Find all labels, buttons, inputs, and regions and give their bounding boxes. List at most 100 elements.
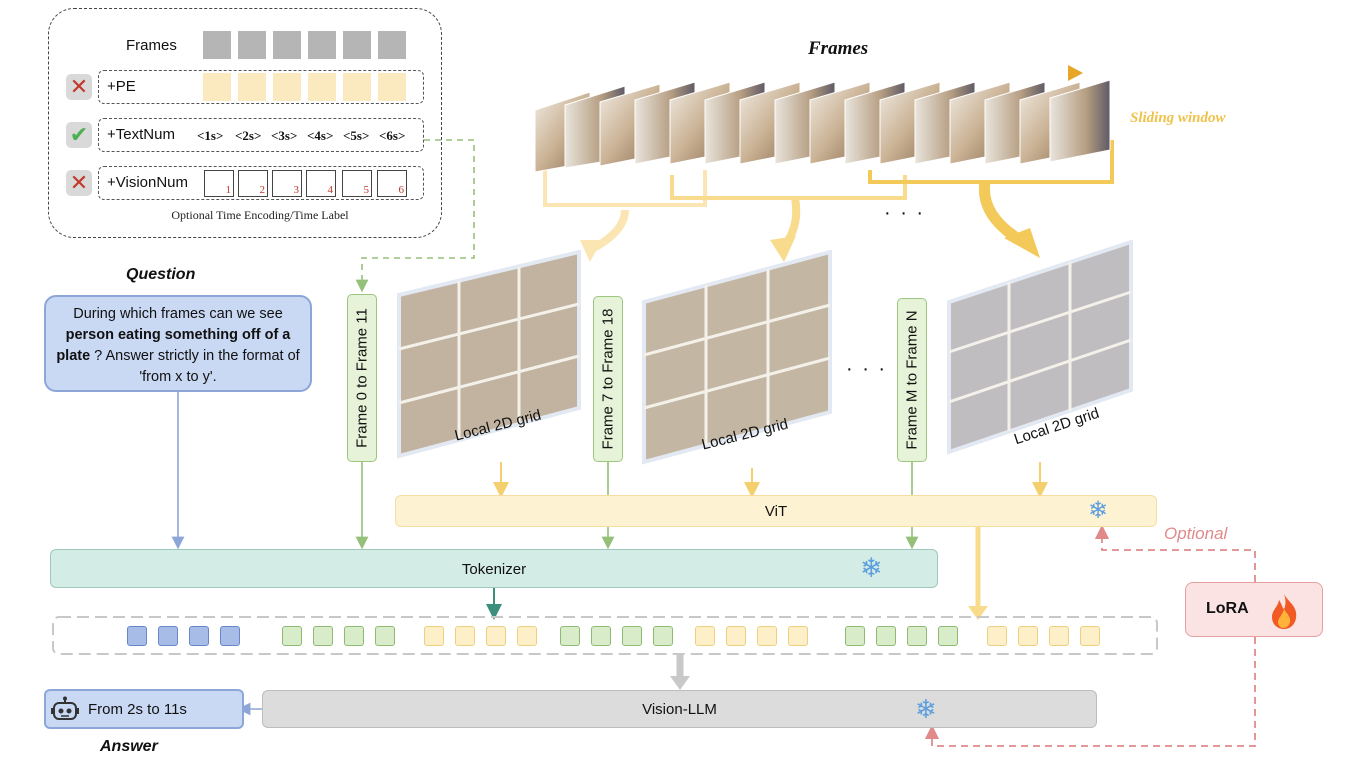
answer-text: From 2s to 11s: [88, 701, 187, 718]
visual-token: [1080, 626, 1100, 646]
vision-number-box: 5: [342, 170, 372, 197]
frame-square: [238, 31, 266, 59]
question-text: During which frames can we see: [73, 306, 283, 322]
vision-number-box: 4: [306, 170, 336, 197]
frame-square: [343, 31, 371, 59]
time-text-token: [375, 626, 395, 646]
vision-digit: 3: [293, 184, 300, 196]
lora-box: LoRA: [1185, 582, 1323, 637]
time-token: <5s>: [343, 128, 370, 143]
pe-row: +PE: [98, 70, 424, 104]
time-encoding-panel: [48, 8, 442, 238]
time-token: <1s>: [197, 128, 224, 143]
frame-square: [308, 31, 336, 59]
visual-token: [486, 626, 506, 646]
question-highlight: person eating something off of a plate: [56, 327, 291, 364]
sliding-window-label: Sliding window: [1130, 110, 1226, 126]
vision-llm-label: Vision-LLM: [642, 701, 717, 718]
vision-number-box: 3: [272, 170, 302, 197]
frame-square: [273, 31, 301, 59]
question-token: [189, 626, 209, 646]
pe-square: [273, 73, 301, 101]
local-grid-3: [947, 240, 1133, 455]
visual-token: [424, 626, 444, 646]
tokenizer-bar: Tokenizer: [50, 549, 938, 588]
fire-icon: [1272, 594, 1297, 629]
robot-icon: [51, 696, 79, 720]
vision-digit: 5: [363, 184, 370, 196]
frame-range-label-1: Frame 0 to Frame 11: [347, 294, 377, 462]
visual-token: [788, 626, 808, 646]
time-token: <6s>: [379, 128, 406, 143]
vision-digit: 6: [398, 184, 405, 196]
frame-square: [378, 31, 406, 59]
snowflake-icon: ❄: [1088, 497, 1109, 524]
pe-label: +PE: [107, 78, 136, 95]
cross-icon: ✕: [66, 74, 92, 100]
answer-box: From 2s to 11s: [44, 689, 244, 729]
frame-range-label-3: Frame M to Frame N: [897, 298, 927, 462]
time-text-token: [876, 626, 896, 646]
time-text-token: [282, 626, 302, 646]
check-icon: ✔: [66, 122, 92, 148]
question-box: During which frames can we see person ea…: [44, 295, 312, 392]
optional-label: Optional: [1164, 524, 1228, 543]
time-text-token: [622, 626, 642, 646]
time-encoding-caption: Optional Time Encoding/Time Label: [171, 208, 349, 222]
time-text-token: [653, 626, 673, 646]
vision-number-box: 2: [238, 170, 268, 197]
visionnum-row: +VisionNum 1 2 3 4 5 6: [98, 166, 424, 200]
dots-middle: · · ·: [846, 358, 888, 380]
visual-token: [987, 626, 1007, 646]
tokenizer-label: Tokenizer: [461, 561, 527, 578]
pe-square: [343, 73, 371, 101]
time-text-token: [591, 626, 611, 646]
question-token: [220, 626, 240, 646]
vision-llm-bar: Vision-LLM: [262, 690, 1097, 728]
question-token: [127, 626, 147, 646]
frame-range-label-2: Frame 7 to Frame 18: [593, 296, 623, 462]
time-token: <4s>: [307, 128, 334, 143]
local-grid-2: [642, 250, 832, 465]
frame-sequence: [534, 80, 1111, 172]
frame-range-text: Frame 7 to Frame 18: [599, 308, 617, 450]
time-text-token: [845, 626, 865, 646]
time-token: <3s>: [271, 128, 298, 143]
frames-row-label: Frames: [126, 37, 177, 54]
pe-square: [378, 73, 406, 101]
vision-digit: 1: [225, 184, 232, 196]
answer-title: Answer: [100, 738, 158, 755]
vision-digit: 4: [327, 184, 334, 196]
visual-token: [1018, 626, 1038, 646]
time-text-token: [938, 626, 958, 646]
vision-number-box: 1: [204, 170, 234, 197]
time-text-token: [560, 626, 580, 646]
visual-token: [455, 626, 475, 646]
time-text-token: [907, 626, 927, 646]
question-text-end: ? Answer strictly in the format of 'from…: [90, 348, 300, 385]
pe-square: [308, 73, 336, 101]
pe-square: [238, 73, 266, 101]
visual-token: [757, 626, 777, 646]
vision-number-box: 6: [377, 170, 407, 197]
frame-range-text: Frame M to Frame N: [903, 310, 921, 450]
time-text-token: [313, 626, 333, 646]
frame-range-text: Frame 0 to Frame 11: [353, 308, 371, 448]
visual-token: [1049, 626, 1069, 646]
question-title: Question: [126, 266, 196, 283]
time-token: <2s>: [235, 128, 262, 143]
time-text-token: [344, 626, 364, 646]
frames-title: Frames: [808, 38, 869, 59]
vit-label: ViT: [764, 503, 788, 520]
dots-top: · · ·: [884, 202, 926, 224]
textnum-label: +TextNum: [107, 126, 175, 143]
vit-bar: ViT: [395, 495, 1157, 527]
lora-label: LoRA: [1206, 600, 1249, 617]
local-grid-1: [397, 250, 581, 459]
pe-square: [203, 73, 231, 101]
snowflake-icon: ❄: [915, 694, 937, 724]
visual-token: [695, 626, 715, 646]
question-token: [158, 626, 178, 646]
visual-token: [517, 626, 537, 646]
